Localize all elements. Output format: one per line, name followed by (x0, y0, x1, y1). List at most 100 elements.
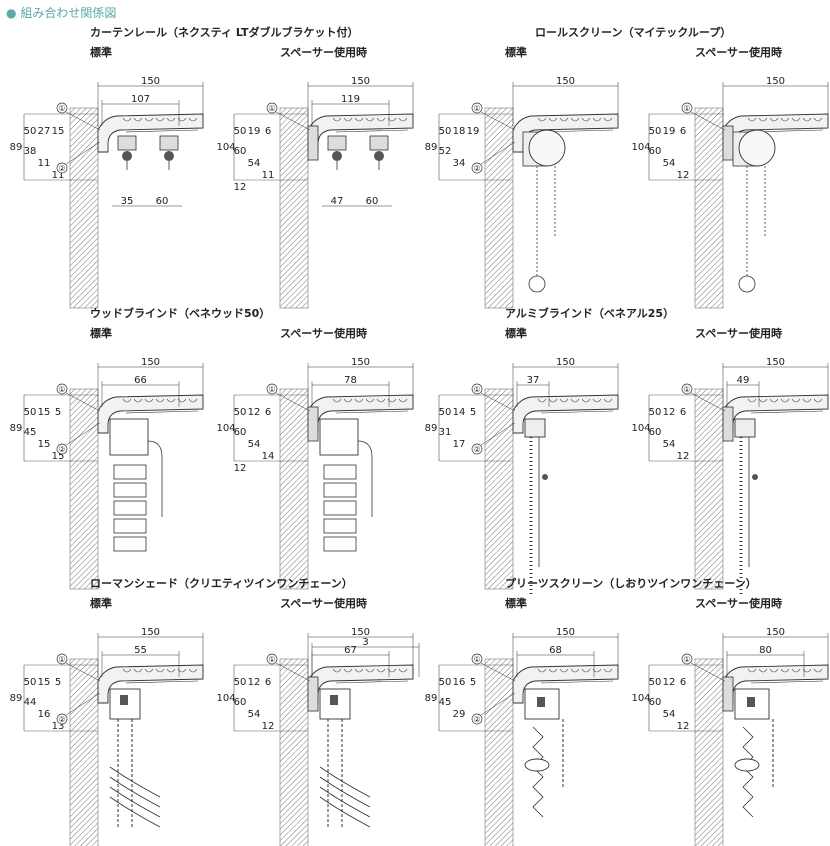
dim-left-value: 50 (439, 126, 452, 137)
slat (323, 482, 357, 498)
dim-left-value: 19 (663, 126, 676, 137)
dim-top-value: 150 (556, 357, 575, 368)
dim-left-value: 12 (234, 463, 247, 474)
leader-line (690, 111, 726, 131)
dim-left-value: 6 (680, 126, 686, 137)
dim-left-value: 12 (248, 677, 261, 688)
wall-hatch (694, 388, 724, 590)
dim-left-value: 5 (55, 407, 61, 418)
bracket-rib (758, 398, 768, 403)
dim-left-value: 104 (216, 142, 235, 153)
dim-left-value: 12 (677, 451, 690, 462)
marker-1-icon (56, 102, 68, 114)
bracket-rib (592, 117, 602, 122)
roll-tube (738, 129, 776, 167)
dim-left-value: 29 (453, 709, 466, 720)
dim-left-value: 12 (262, 721, 275, 732)
headrail (734, 418, 756, 438)
bracket-rib (603, 398, 613, 403)
dim-left-value: 50 (234, 407, 247, 418)
bracket-rib (343, 117, 353, 122)
bracket-rib (802, 398, 812, 403)
bracket-rib (559, 117, 569, 122)
fabric-fold (319, 796, 371, 828)
bracket-rib (592, 668, 602, 673)
dim-left-value: 50 (439, 677, 452, 688)
bracket-rib (365, 398, 375, 403)
dim-top-value: 150 (766, 627, 785, 638)
dim-left-value: 34 (453, 158, 466, 169)
marker-1-icon (471, 383, 483, 395)
curtain-product (327, 135, 389, 170)
wall-hatch (694, 107, 724, 309)
bracket-rib (177, 398, 187, 403)
runner-icon (122, 151, 132, 161)
curtain-product (117, 135, 179, 170)
bracket-rib (155, 668, 165, 673)
dim-left-value: 50 (649, 407, 662, 418)
marker-2-label: ② (58, 445, 65, 454)
wall-hatch (69, 388, 99, 590)
bracket-lower-edge (750, 680, 824, 684)
marker-1-label: ① (473, 104, 480, 113)
leader-line (275, 111, 311, 131)
dim-top-value: 66 (134, 375, 147, 386)
marker-1-icon (681, 383, 693, 395)
bracket-rib (747, 398, 757, 403)
wall-hatch (484, 388, 514, 590)
bracket-rib (354, 668, 364, 673)
marker-1-icon (681, 102, 693, 114)
dim-left-value: 50 (24, 677, 37, 688)
spacer-block (307, 125, 319, 161)
roll-tube (528, 129, 566, 167)
leader-line (480, 692, 516, 716)
dim-top-value: 150 (141, 627, 160, 638)
slat (323, 536, 357, 552)
leader-line (480, 392, 516, 412)
marker-2-icon (471, 713, 483, 725)
bracket-rib (387, 668, 397, 673)
leader-line (480, 141, 516, 165)
dim-left-value: 19 (248, 126, 261, 137)
dim-left-value: 11 (38, 158, 51, 169)
dim-left-value: 12 (677, 170, 690, 181)
bracket-rib (332, 117, 342, 122)
bracket-rib (376, 398, 386, 403)
section-title: カーテンレール（ネクスティ LTダブルブラケット付） (90, 26, 359, 39)
dim-top-value: 37 (527, 375, 540, 386)
bracket-rib (376, 668, 386, 673)
pleats-product (734, 688, 774, 818)
marker-1-icon (681, 653, 693, 665)
spacer-label: スペーサー使用時 (280, 597, 368, 610)
bracket-rib (166, 117, 176, 122)
fabric-fold (319, 776, 371, 808)
bracket-rib (376, 117, 386, 122)
dim-left-value: 60 (649, 697, 662, 708)
dim-left-value: 12 (663, 677, 676, 688)
leader-line (65, 392, 101, 412)
bracket-rib (332, 398, 342, 403)
chain-weight-icon (738, 275, 756, 293)
standard-label: 標準 (90, 46, 112, 59)
dim-left-value: 12 (663, 407, 676, 418)
section-title: プリーツスクリーン（しおりツインワンチェーン） (505, 577, 757, 590)
dim-left-value: 11 (262, 170, 275, 181)
bracket-rib (769, 668, 779, 673)
marker-2-icon (56, 162, 68, 174)
bracket-rib (166, 668, 176, 673)
bracket-rib (548, 668, 558, 673)
runner-icon (332, 151, 342, 161)
bracket-arm (97, 113, 204, 153)
marker-1-label: ① (683, 385, 690, 394)
bracket-rib (747, 117, 757, 122)
bracket-arm (307, 113, 414, 153)
dim-left-value: 60 (649, 146, 662, 157)
dim-left-value: 104 (631, 693, 650, 704)
cord (147, 440, 163, 517)
bracket-rib (570, 117, 580, 122)
